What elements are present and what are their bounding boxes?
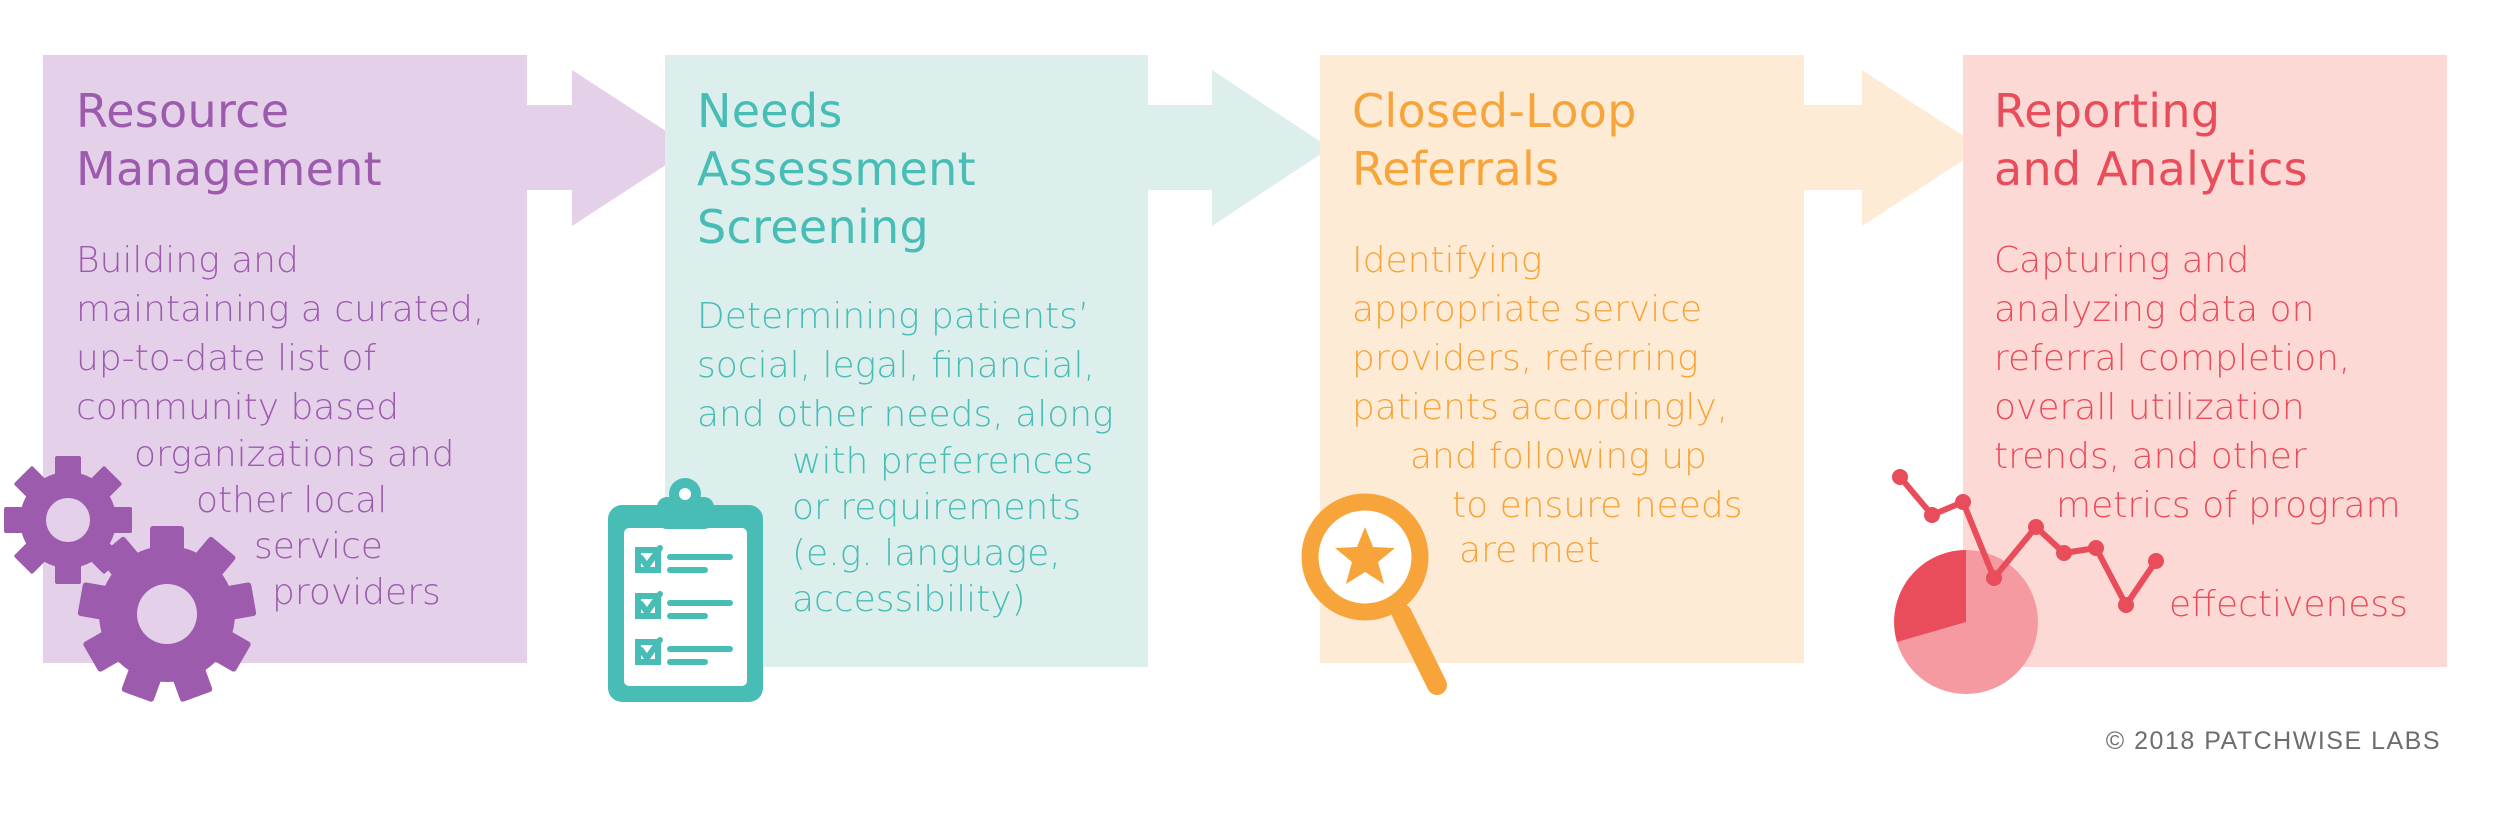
magnifier-star-icon <box>1301 493 1447 695</box>
step-title: Reporting and Analytics <box>1994 84 2308 196</box>
step-title: Resource Management <box>76 84 383 196</box>
step-description: Determining patients’ social, legal, fin… <box>697 296 1114 620</box>
arrow-3-to-4 <box>1795 70 1982 226</box>
step-description: Building and maintaining a curated, up-t… <box>76 240 485 613</box>
gears-icon <box>4 456 257 702</box>
step-description: Capturing and analyzing data on referral… <box>1994 240 2408 625</box>
step-title: Closed-Loop Referrals <box>1352 84 1637 196</box>
arrow-1-to-2 <box>525 70 692 226</box>
pie-line-chart-icon <box>1892 469 2164 694</box>
clipboard-checklist-icon <box>608 478 763 702</box>
step-needs-assessment: Needs Assessment Screening Determining p… <box>697 82 1114 623</box>
step-resource-management: Resource Management Building and maintai… <box>76 82 484 616</box>
step-description: Identifying appropriate service provider… <box>1352 240 1743 571</box>
step-title: Needs Assessment Screening <box>697 84 976 254</box>
arrow-2-to-3 <box>1140 70 1330 226</box>
step-closed-loop-referrals: Closed-Loop Referrals Identifying approp… <box>1352 82 1742 572</box>
step-reporting-analytics: Reporting and Analytics Capturing and an… <box>1994 82 2408 629</box>
panel-reporting-analytics <box>1963 55 2447 667</box>
copyright-text: © 2018 PATCHWISE LABS <box>2105 727 2441 755</box>
